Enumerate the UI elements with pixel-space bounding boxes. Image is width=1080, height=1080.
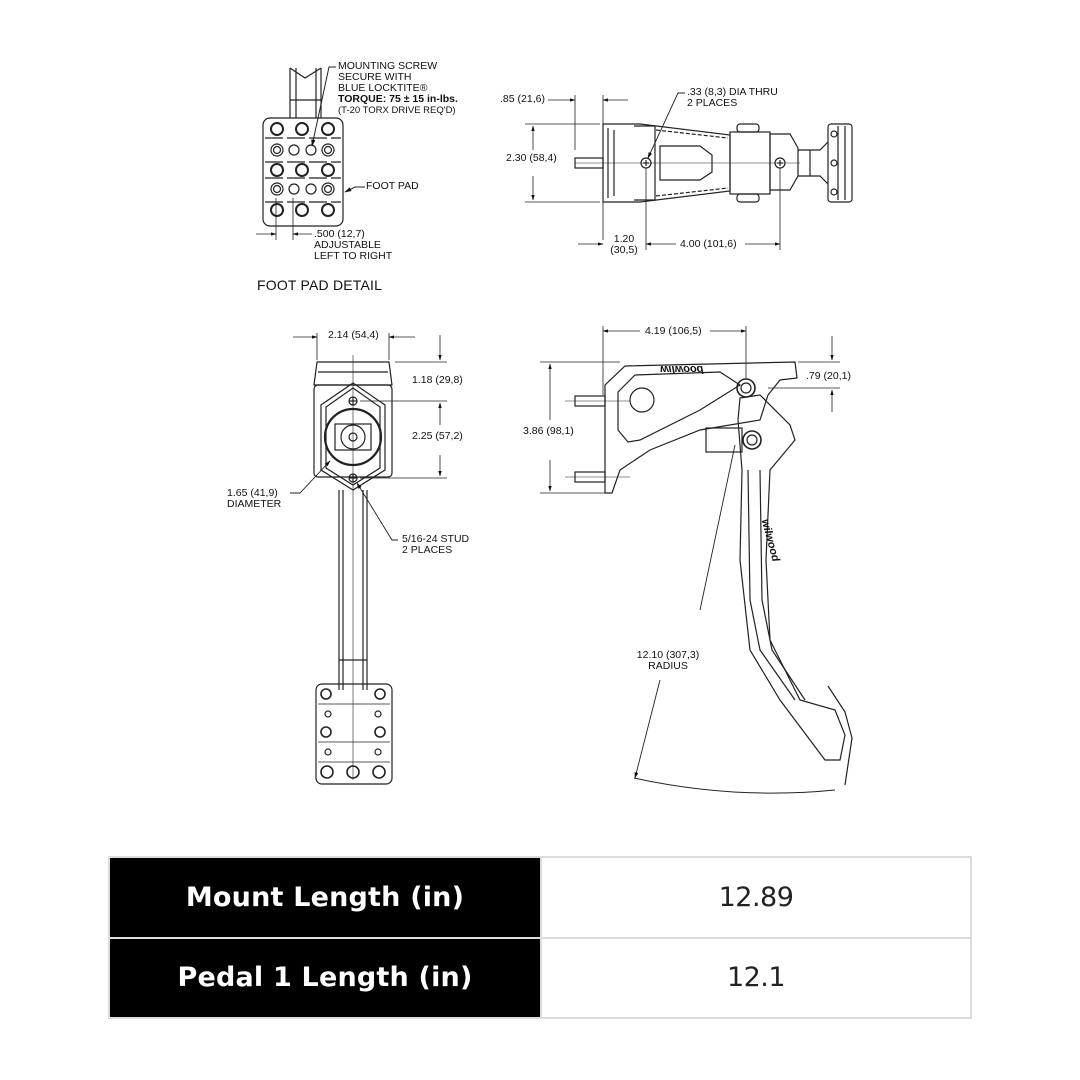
callout-line: (T-20 TORX DRIVE REQ'D) — [338, 105, 456, 116]
callout-line: 5/16-24 STUD — [402, 533, 470, 545]
foot-pad-callout: FOOT PAD — [366, 180, 419, 192]
callout-line: BLUE LOCKTITE® — [338, 82, 428, 94]
top-dimension: 1.18 (29,8) — [412, 374, 463, 386]
side-view-drawing — [540, 326, 853, 794]
foot-pad-detail-title: FOOT PAD DETAIL — [257, 277, 383, 293]
dim-line: (30,5) — [610, 244, 638, 256]
dim-line: ADJUSTABLE — [314, 239, 381, 251]
adjust-dimension: .500 (12,7) ADJUSTABLE LEFT TO RIGHT — [314, 229, 392, 262]
pedal-length-label: Pedal 1 Length (in) — [110, 938, 540, 1017]
callout-line: 2 PLACES — [402, 544, 453, 556]
side-offset-dimension: .79 (20,1) — [806, 370, 851, 382]
length-dimension: 4.00 (101,6) — [680, 238, 737, 250]
pedal-assembly-drawing — [256, 66, 853, 794]
foot-pad-detail-drawing — [256, 66, 365, 240]
dim-line: .500 (12,7) — [314, 228, 365, 240]
callout-line: DIAMETER — [227, 498, 282, 510]
callout-line: SECURE WITH — [338, 71, 412, 83]
height-dimension: 2.30 (58,4) — [506, 152, 557, 164]
dim-line: LEFT TO RIGHT — [314, 250, 393, 262]
stud-dimension: 1.20 (30,5) — [606, 234, 642, 256]
pedal-length-value: 12.1 — [542, 938, 970, 1017]
diameter-callout: 1.65 (41,9) DIAMETER — [227, 488, 281, 510]
side-height-dimension: 3.86 (98,1) — [523, 425, 574, 437]
offset-dimension: .85 (21,6) — [500, 93, 545, 105]
stud-callout: 5/16-24 STUD 2 PLACES — [402, 534, 469, 556]
spec-table: Mount Length (in) 12.89 Pedal 1 Length (… — [108, 856, 972, 1019]
mount-length-label: Mount Length (in) — [110, 858, 540, 937]
mounting-screw-callout: MOUNTING SCREW SECURE WITH BLUE LOCKTITE… — [338, 60, 458, 117]
callout-line: TORQUE: 75 ± 15 in-lbs. — [338, 93, 458, 105]
top-view-drawing — [525, 92, 853, 250]
width-dimension: 2.14 (54,4) — [328, 329, 379, 341]
dim-line: 1.20 — [613, 233, 635, 245]
side-width-dimension: 4.19 (106,5) — [645, 325, 702, 337]
front-view-drawing — [290, 333, 447, 785]
callout-line: 1.65 (41,9) — [227, 487, 278, 499]
technical-drawing: MOUNTING SCREW SECURE WITH BLUE LOCKTITE… — [227, 60, 853, 794]
callout-line: MOUNTING SCREW — [338, 60, 438, 72]
callout-line: 12.10 (307,3) — [636, 649, 700, 661]
hole-callout: .33 (8,3) DIA THRU 2 PLACES — [687, 87, 778, 109]
radius-callout: 12.10 (307,3) RADIUS — [630, 650, 706, 672]
callout-line: .33 (8,3) DIA THRU — [687, 86, 778, 98]
brand-logo: wilwood — [660, 363, 704, 375]
callout-line: 2 PLACES — [687, 97, 738, 109]
stud-spacing-dimension: 2.25 (57,2) — [412, 430, 463, 442]
callout-line: RADIUS — [648, 660, 688, 672]
mount-length-value: 12.89 — [542, 858, 970, 937]
